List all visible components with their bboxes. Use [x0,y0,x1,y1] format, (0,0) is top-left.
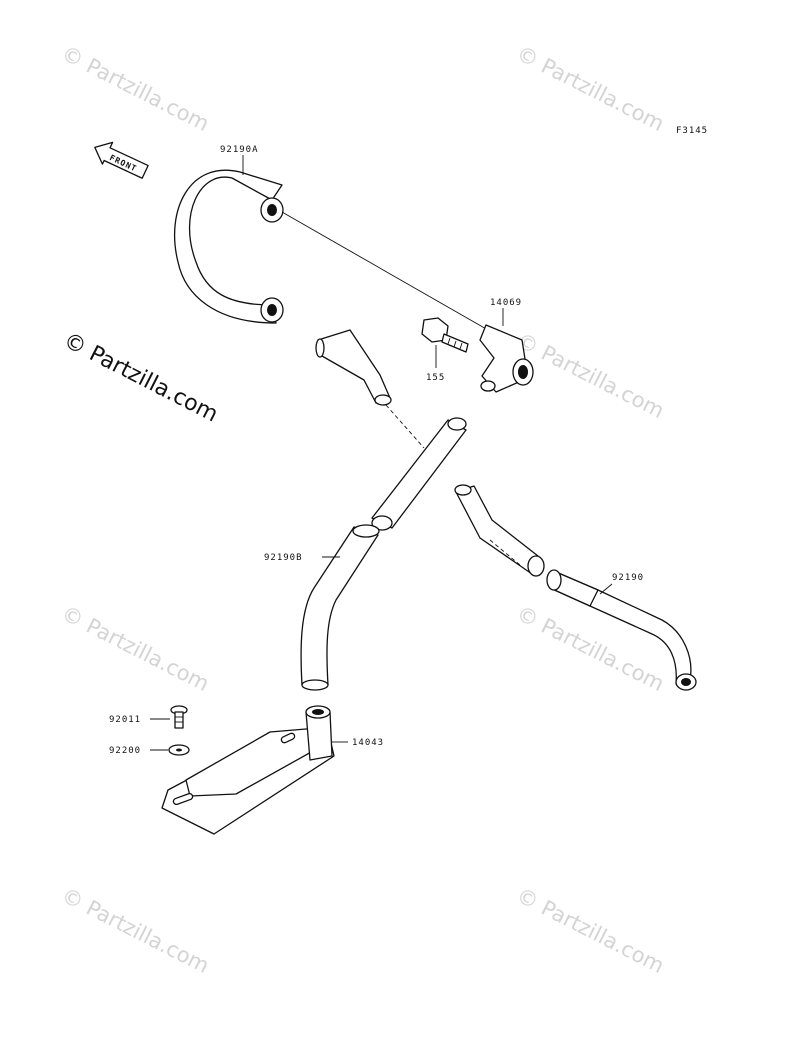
hose-92190a [174,169,284,324]
bracket-14043-pipe-bore [312,709,324,715]
hose-short-right-end [527,555,545,577]
dashed-connection-upper [385,404,425,449]
bracket-14043-slot-right [280,732,296,744]
watermark-top-left: © Partzilla.com [58,41,213,136]
figure-code: F3145 [676,126,708,136]
hose-92190b [300,524,380,691]
hose-straight-center-bottom [371,515,393,531]
connection-line-92190a-14069 [281,211,489,331]
callout-92190a: 92190A [220,145,259,155]
hose-short-right-body [455,485,539,575]
leader-92190 [599,583,613,595]
callout-155: 155 [426,373,445,383]
hose-92190 [546,569,697,691]
callout-92011: 92011 [109,715,141,725]
watermark-mid-right: © Partzilla.com [513,328,668,423]
hose-straight-center [371,417,467,531]
watermark-bottom-left: © Partzilla.com [58,883,213,978]
hose-92190a-upper-bore [267,204,277,216]
hose-92190b-top [352,524,380,538]
hose-short-upper-end [315,338,325,358]
fitting-155-thread-2 [453,340,457,348]
hose-92190a-body [174,169,283,324]
callout-92200: 92200 [109,746,141,756]
washer-92200-hole [176,748,182,752]
fitting-14069-nozzle [480,380,496,392]
watermark-bottom-right: © Partzilla.com [513,883,668,978]
callout-92190b: 92190B [264,553,303,563]
hose-92190b-body [300,526,379,686]
bracket-14043-slot-left [172,792,194,806]
hose-straight-center-top [447,417,467,431]
bolt-92011-shank [174,711,184,729]
watermark-top-right: © Partzilla.com [513,41,668,136]
watermark-lower-left: © Partzilla.com [58,601,213,696]
watermark-dark: © Partzilla.com [59,328,222,427]
fitting-155-thread-3 [459,342,463,350]
hose-short-right [454,484,545,577]
watermark-group: © Partzilla.com © Partzilla.com © Partzi… [58,41,668,978]
fitting-155-thread-1 [447,337,451,345]
hose-short-upper-lower-end [374,394,392,406]
fitting-14069-port-bore [518,365,528,379]
callout-14069: 14069 [490,298,522,308]
bracket-14043-pipe [305,711,333,761]
callout-92190: 92190 [612,573,644,583]
front-arrow: FRONT [94,141,149,179]
bracket-14043 [161,705,335,835]
hose-short-upper-body [317,329,391,404]
hose-92190a-lower-bore [267,304,277,316]
hose-92190b-bottom [301,679,329,691]
hose-92190-end-bore [681,678,691,686]
bolt-92011 [170,705,188,729]
fitting-155 [421,317,469,353]
hose-short-upper [315,329,392,406]
fitting-14069 [479,324,534,393]
callout-14043: 14043 [352,738,384,748]
front-arrow-shape [94,141,149,179]
hose-92190-top [546,569,562,591]
washer-92200 [168,744,190,756]
hose-straight-center-body [371,419,467,529]
hose-short-right-top [454,484,472,496]
